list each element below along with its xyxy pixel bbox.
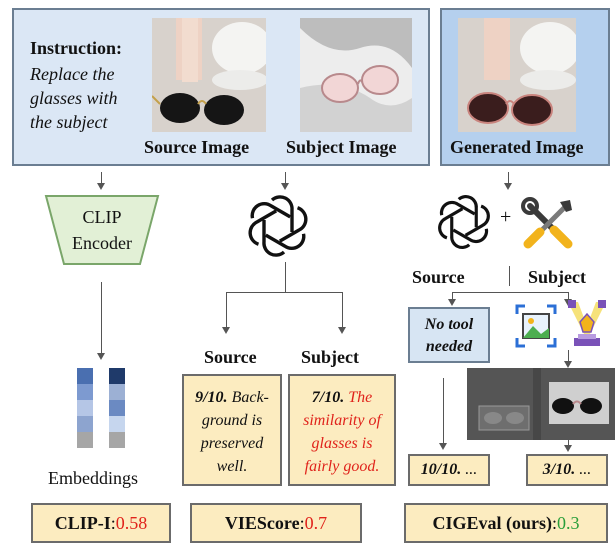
- cig-subject-heading: Subject: [528, 267, 586, 287]
- cig-branch-right: [568, 292, 569, 300]
- embeddings-icon: [77, 368, 125, 448]
- source-image: [152, 18, 266, 132]
- arrow-tool-out-head: [564, 361, 572, 368]
- cig-branch-bar: [452, 292, 568, 293]
- focused-region-drawing: [467, 368, 615, 440]
- cig-branch-left-head: [448, 299, 456, 306]
- tools-icon: [521, 197, 573, 249]
- focused-region-image: [467, 368, 615, 440]
- clip-encoder-shape: [44, 195, 160, 265]
- source-photo-drawing: [152, 18, 266, 132]
- arrow-source-result-head: [439, 443, 447, 450]
- vie-branch-bar: [226, 292, 342, 293]
- arrow-vie-in: [285, 172, 286, 184]
- vie-source-response: 9/10. Back- ground is preserved well.: [182, 374, 282, 486]
- openai-logo-icon: [438, 194, 490, 250]
- image-crop-icon: [515, 304, 557, 348]
- arrow-source-result: [443, 378, 444, 444]
- cig-divider: [509, 266, 510, 286]
- instruction-title: Instruction:: [30, 38, 123, 58]
- viescore-score: VIEScore: 0.7: [190, 503, 362, 543]
- arrow-vie-in-head: [281, 183, 289, 190]
- arrow-cig-in-head: [504, 183, 512, 190]
- no-tool-box: No tool needed: [408, 307, 490, 363]
- arrow-cig-in: [508, 172, 509, 184]
- instruction-text: Replace the glasses with the subject: [30, 64, 118, 132]
- cigeval-score: CIGEval (ours): 0.3: [404, 503, 608, 543]
- openai-logo-icon: [248, 195, 308, 257]
- cig-source-heading: Source: [412, 267, 465, 287]
- arrow-clip-in: [101, 172, 102, 184]
- cig-branch-left: [452, 292, 453, 300]
- subject-image: [300, 18, 412, 132]
- source-image-label: Source Image: [144, 137, 250, 157]
- vie-branch-right: [342, 292, 343, 328]
- cig-source-result: 10/10. ...: [408, 454, 490, 486]
- arrow-tool-out: [568, 350, 569, 362]
- arrow-clip-in-head: [97, 183, 105, 190]
- arrow-clip-out-head: [97, 353, 105, 360]
- plus-sign: +: [500, 206, 512, 228]
- spotlight-icon: [568, 300, 606, 346]
- arrow-subject-result-head: [564, 445, 572, 452]
- cig-subject-result: 3/10. ...: [526, 454, 608, 486]
- vie-branch-stem: [285, 262, 286, 292]
- vie-branch-left: [226, 292, 227, 328]
- subject-image-label: Subject Image: [286, 137, 397, 157]
- clip-encoder-label: CLIP Encoder: [72, 207, 132, 253]
- vie-subject-heading: Subject: [301, 347, 359, 367]
- generated-image: [458, 18, 576, 132]
- vie-source-heading: Source: [204, 347, 257, 367]
- clip-i-score: CLIP-I: 0.58: [31, 503, 171, 543]
- arrow-subject-result: [568, 440, 569, 446]
- subject-photo-drawing: [300, 18, 412, 132]
- vie-subject-response: 7/10. The similarity of glasses is fairl…: [288, 374, 396, 486]
- arrow-clip-out: [101, 282, 102, 354]
- generated-photo-drawing: [458, 18, 576, 132]
- vie-branch-left-head: [222, 327, 230, 334]
- generated-image-label: Generated Image: [450, 137, 584, 157]
- embeddings-label: Embeddings: [48, 468, 138, 488]
- vie-branch-right-head: [338, 327, 346, 334]
